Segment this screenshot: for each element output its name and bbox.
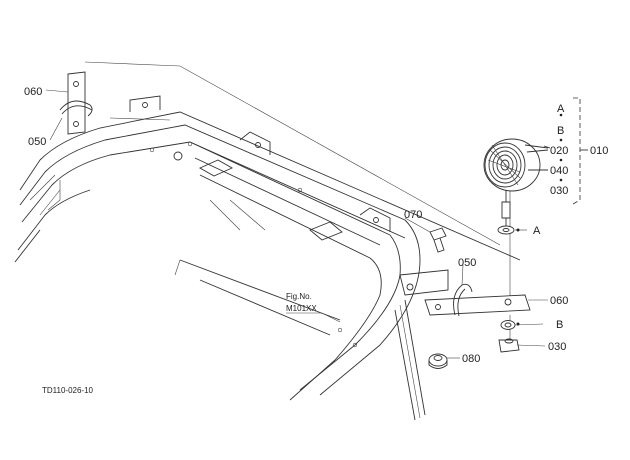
bolt-070 [429, 227, 447, 253]
callout-030-bottom: 030 [548, 341, 566, 353]
clamp-plate-top [59, 71, 93, 135]
callout-060-right: 060 [550, 295, 568, 307]
drawing-id: TD110-026-10 [42, 386, 94, 395]
callout-080: 080 [462, 353, 480, 365]
callout-060-top: 060 [24, 86, 42, 98]
assembly-bracket-010 [524, 97, 588, 205]
callout-070: 070 [404, 209, 422, 221]
marker-b-top: B [557, 125, 564, 137]
callout-050-mid: 050 [458, 257, 476, 269]
frame-rail [14, 95, 521, 421]
lock-washer [500, 320, 516, 330]
fig-ref-line2: M101XX [286, 304, 317, 313]
callout-040: 040 [550, 165, 568, 177]
callout-030-side: 030 [550, 185, 568, 197]
callout-leaders [45, 89, 548, 359]
callout-010: 010 [590, 145, 608, 157]
nut-030-bottom [498, 338, 520, 353]
marker-b-ref: B [556, 319, 563, 331]
marker-a-top: A [557, 103, 565, 115]
callout-020: 020 [550, 145, 568, 157]
nut-080 [428, 353, 448, 369]
fig-ref-line1: Fig.No. [286, 292, 312, 301]
work-lamp [483, 138, 541, 235]
mount-bracket [424, 283, 531, 317]
callout-050-top: 050 [28, 136, 46, 148]
marker-a-ref: A [533, 225, 541, 237]
